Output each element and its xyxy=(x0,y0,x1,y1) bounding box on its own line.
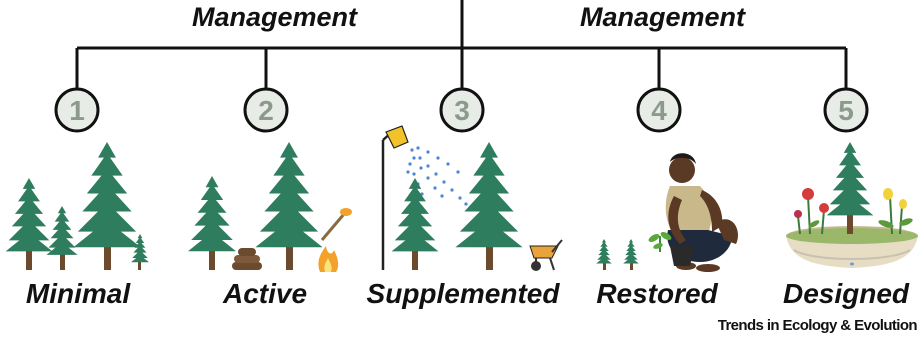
tree-icon xyxy=(188,176,236,270)
tree-icon xyxy=(455,142,523,270)
tree-icon xyxy=(46,206,78,270)
stage-4-illustration xyxy=(596,153,738,272)
stage-number-1: 1 xyxy=(69,95,85,126)
soil-island-icon xyxy=(786,226,918,268)
stage-label-designed: Designed xyxy=(782,278,910,309)
stage-number-5: 5 xyxy=(838,95,854,126)
tree-icon xyxy=(73,142,141,270)
stage-label-minimal: Minimal xyxy=(25,278,131,309)
stage-number-3: 3 xyxy=(454,95,470,126)
seedling-icon xyxy=(648,232,672,252)
tree-icon xyxy=(5,178,53,270)
stage-5-illustration xyxy=(786,142,918,268)
journal-credit: Trends in Ecology & Evolution xyxy=(717,317,918,334)
stage-circle-2: 2 xyxy=(243,87,289,133)
tree-icon xyxy=(255,142,323,270)
seedling-icon xyxy=(596,239,612,270)
seedling-icon xyxy=(623,239,639,270)
torch-icon xyxy=(320,208,352,241)
flower-icon xyxy=(794,188,829,235)
stage-1-illustration xyxy=(5,142,149,270)
stage-circle-1: 1 xyxy=(54,87,100,133)
log-pile-icon xyxy=(232,248,262,270)
wheelbarrow-icon xyxy=(529,239,563,271)
stage-circle-5: 5 xyxy=(823,87,869,133)
stage-number-2: 2 xyxy=(258,95,274,126)
stage-number-4: 4 xyxy=(651,95,667,126)
tree-icon xyxy=(826,142,874,234)
management-title-right: Management xyxy=(580,2,746,32)
fire-icon xyxy=(318,246,339,272)
stage-circle-4: 4 xyxy=(636,87,682,133)
sprinkler-icon xyxy=(381,125,468,270)
tree-icon xyxy=(131,234,149,270)
stage-label-supplemented: Supplemented xyxy=(366,278,560,309)
flower-icon xyxy=(878,188,913,235)
stage-label-restored: Restored xyxy=(596,278,718,309)
connector-lines xyxy=(75,0,848,88)
stage-3-illustration xyxy=(381,125,563,271)
stage-circle-3: 3 xyxy=(439,87,485,133)
stage-2-illustration xyxy=(188,142,352,272)
person-planting-icon xyxy=(665,153,738,272)
management-title-left: Management xyxy=(192,2,358,32)
stage-label-active: Active xyxy=(222,278,308,309)
tree-icon xyxy=(391,178,439,270)
